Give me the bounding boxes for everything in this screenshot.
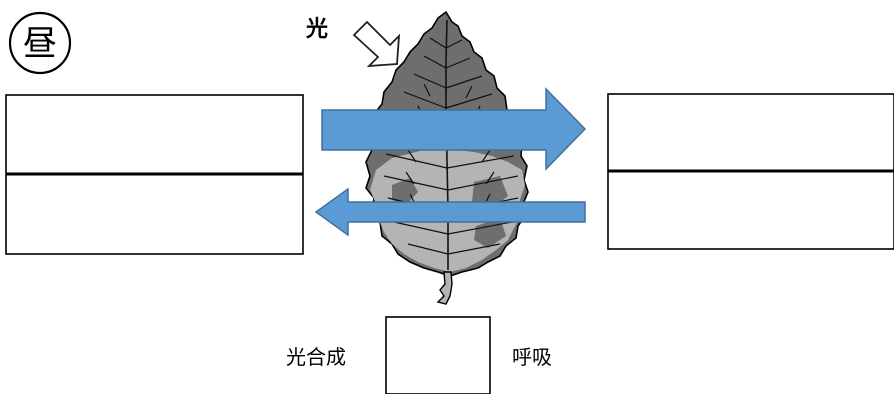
time-badge-circle: [8, 11, 72, 75]
left-answer-box: [5, 94, 304, 255]
time-label: 昼: [23, 24, 57, 64]
arrow-to-left: [314, 187, 586, 237]
time-badge: 昼: [8, 11, 72, 75]
right-answer-box: [607, 93, 894, 250]
right-bottom-answer-field[interactable]: [608, 171, 894, 249]
arrow-to-right: [321, 87, 587, 171]
light-label: 光: [305, 17, 328, 42]
respiration-label: 呼吸: [512, 345, 552, 369]
left-bottom-answer-field[interactable]: [6, 174, 303, 254]
center-answer-box: [385, 316, 491, 394]
photosynthesis-label: 光合成: [286, 345, 346, 369]
hollow-arrow-down-right-icon: [352, 20, 401, 68]
right-top-answer-field[interactable]: [608, 94, 894, 171]
center-answer-field[interactable]: [386, 317, 490, 394]
left-top-answer-field[interactable]: [6, 95, 303, 174]
